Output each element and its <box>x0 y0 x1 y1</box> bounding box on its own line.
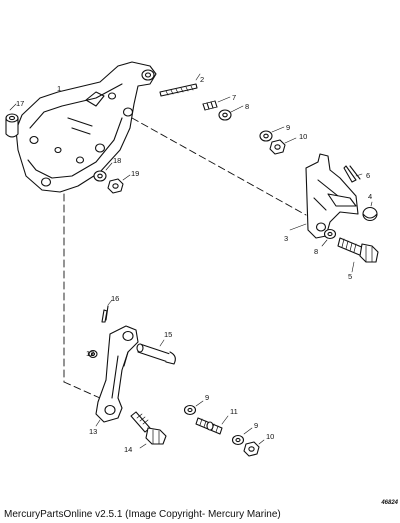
callout-10b: 10 <box>266 432 274 441</box>
callout-8b: 8 <box>314 247 318 256</box>
callout-8a: 8 <box>245 102 249 111</box>
drawing-reference-number: 46824 <box>381 500 398 506</box>
callout-9b: 9 <box>205 393 209 402</box>
callout-9a: 9 <box>286 123 290 132</box>
assembly-guide-lines <box>63 117 307 399</box>
callout-2: 2 <box>200 75 204 84</box>
part-7-spring <box>202 96 231 111</box>
callout-19: 19 <box>131 169 139 178</box>
part-2-stud <box>159 73 201 97</box>
callout-labels: 1 2 3 4 5 6 7 8 8 9 9 9 10 10 11 12 13 1… <box>16 75 372 454</box>
callout-15: 15 <box>164 330 172 339</box>
part-14-shoulder-bolt <box>130 411 167 449</box>
part-19-nut <box>107 174 131 194</box>
callout-13: 13 <box>89 427 97 436</box>
part-9-washer-lower <box>183 400 204 416</box>
part-15-clevis-pin <box>136 339 176 365</box>
part-16-cotter-pin <box>101 299 113 323</box>
callout-16: 16 <box>111 294 119 303</box>
part-17-bushing <box>5 103 19 138</box>
callout-3: 3 <box>284 234 288 243</box>
callout-12: 12 <box>86 349 94 358</box>
part-10-nut-right <box>269 137 297 155</box>
callout-5: 5 <box>348 272 352 281</box>
part-9-washer-right <box>259 126 285 142</box>
part-8-washer-upper <box>218 105 244 121</box>
part-12-washer <box>88 349 98 359</box>
callout-4: 4 <box>368 192 372 201</box>
part-18-washer <box>93 162 113 182</box>
part-4-cap <box>362 201 378 222</box>
callout-6: 6 <box>366 171 370 180</box>
part-3-swivel-bracket <box>289 153 359 239</box>
callout-1: 1 <box>57 84 61 93</box>
callout-17: 17 <box>16 99 24 108</box>
callout-9c: 9 <box>254 421 258 430</box>
part-6-cotter-pin <box>343 165 363 183</box>
copyright-caption: MercuryPartsOnline v2.5.1 (Image Copyrig… <box>4 509 281 520</box>
part-9-washer-bottom <box>231 427 253 446</box>
part-13-link-arm <box>95 325 139 427</box>
callout-11: 11 <box>230 407 238 416</box>
callout-10a: 10 <box>299 132 307 141</box>
part-8-washer-lower <box>321 228 337 247</box>
callout-18: 18 <box>113 156 121 165</box>
callout-14: 14 <box>124 445 132 454</box>
part-5-hex-bolt <box>337 237 379 273</box>
part-11-stud <box>195 415 229 435</box>
part-1-bracket <box>15 61 157 193</box>
part-10-nut-lower <box>243 439 265 457</box>
callout-7: 7 <box>232 93 236 102</box>
